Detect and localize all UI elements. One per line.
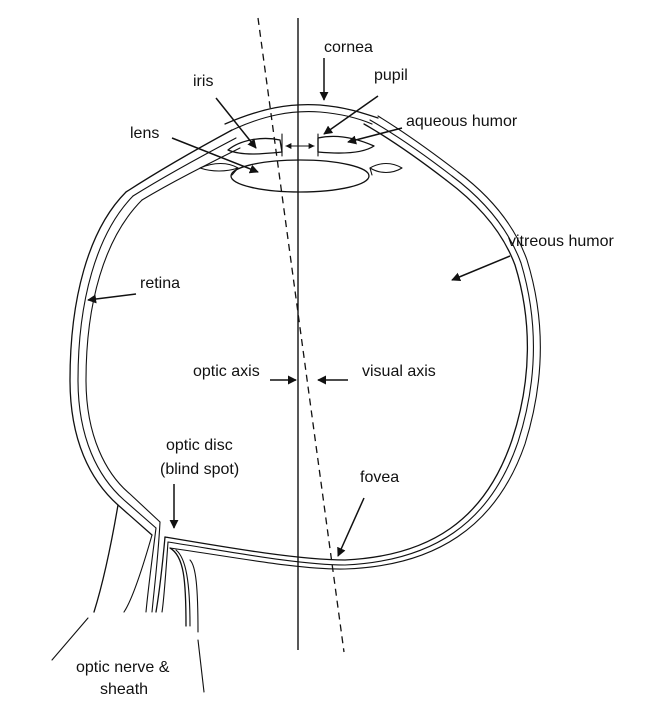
blind-spot-label: (blind spot) xyxy=(160,461,239,478)
optic-nerve-label: optic nerve & xyxy=(76,659,170,676)
leader-arrows xyxy=(51,58,511,693)
vitreous-humor-arrow xyxy=(451,255,511,282)
retina-label: retina xyxy=(140,275,180,292)
iris-label: iris xyxy=(193,73,213,90)
aqueous-humor-arrow xyxy=(347,127,403,145)
fovea-arrow xyxy=(337,497,365,557)
optic-nerve xyxy=(93,504,199,633)
fovea-label: fovea xyxy=(360,469,399,486)
lens-label: lens xyxy=(130,125,159,142)
visual-axis-line xyxy=(257,17,345,653)
cornea-shape xyxy=(224,103,379,132)
pupil-arrow xyxy=(323,95,379,135)
labels: cornea pupil iris aqueous humor lens vit… xyxy=(76,39,614,698)
optic-nerve-leader-right xyxy=(197,639,205,693)
visual-axis-label: visual axis xyxy=(362,363,436,380)
iris-arrow xyxy=(215,97,257,149)
optic-disc-label: optic disc xyxy=(166,437,233,454)
lens-shape xyxy=(230,159,370,193)
eyeball-wall xyxy=(69,115,541,570)
aqueous-humor-label: aqueous humor xyxy=(406,113,518,130)
cornea-label: cornea xyxy=(324,39,373,56)
retina-arrow xyxy=(87,293,137,304)
pupil-label: pupil xyxy=(374,67,408,84)
iris-shape xyxy=(199,135,403,176)
lens-arrow xyxy=(171,137,259,174)
optic-nerve-leader-left xyxy=(51,617,89,661)
vitreous-humor-label: vitreous humor xyxy=(508,233,614,250)
sheath-label: sheath xyxy=(100,681,148,698)
pupil-width-marker xyxy=(281,133,319,157)
optic-axis-label: optic axis xyxy=(193,363,260,380)
